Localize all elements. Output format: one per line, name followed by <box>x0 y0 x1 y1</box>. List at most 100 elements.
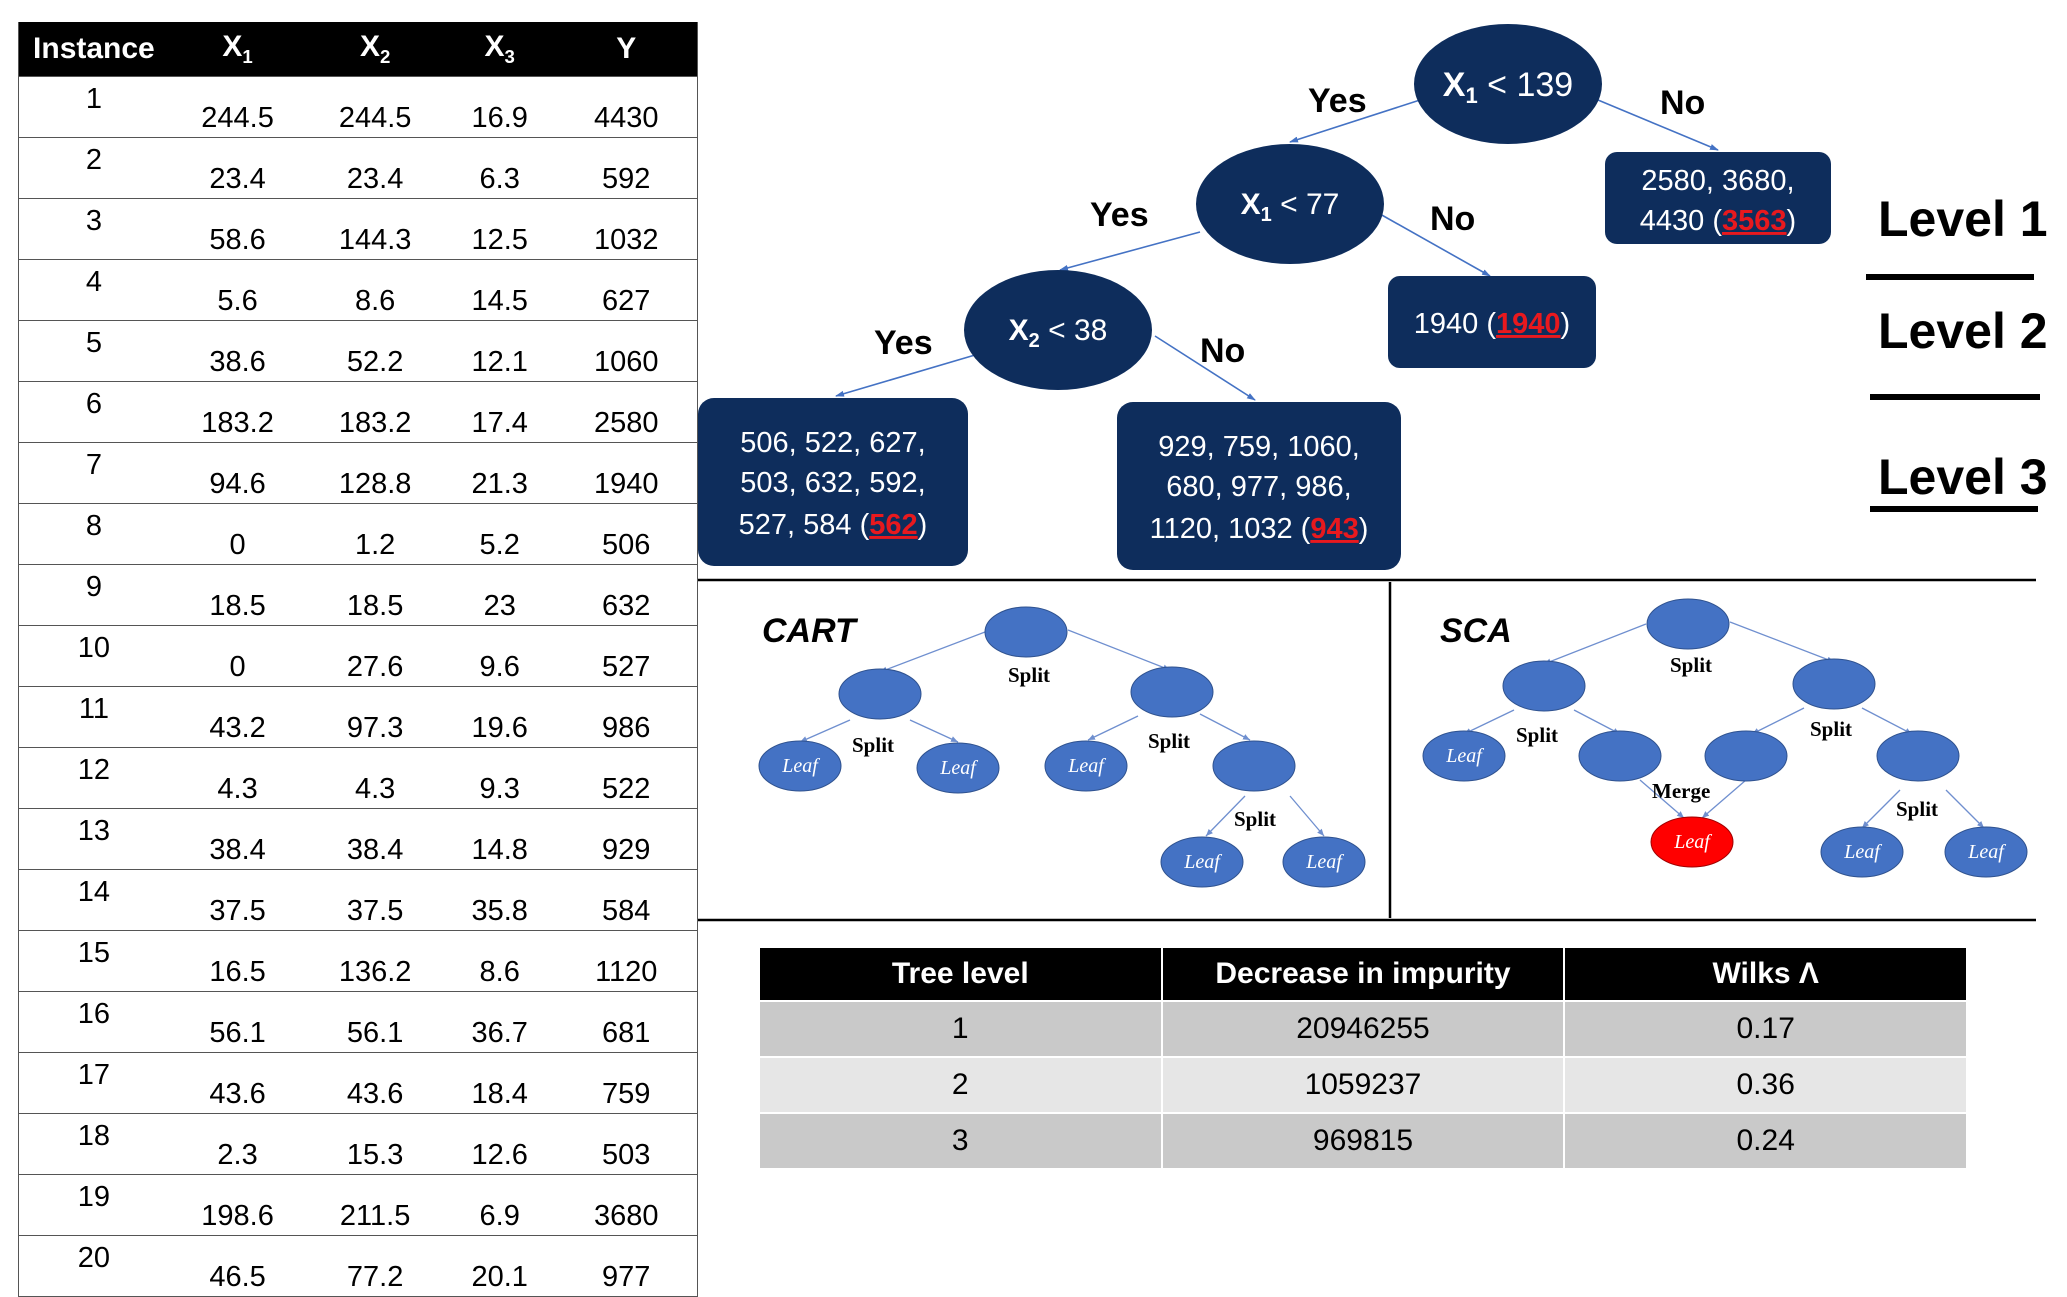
sca-title: SCA <box>1440 612 1512 650</box>
stats-cell: 1059237 <box>1160 1056 1565 1113</box>
leaf-l3-line1: 506, 522, 627, <box>740 427 925 459</box>
leaf-l4-line2: 680, 977, 986, <box>1166 471 1351 503</box>
sca-split-label-1: Split <box>1670 653 1712 677</box>
instance-cell: 20 <box>18 1235 169 1297</box>
stats-cell: 2 <box>760 1056 1162 1113</box>
value-cell: 35.8 <box>443 869 556 931</box>
header-x2: X2 <box>306 22 444 77</box>
value-cell: 527 <box>555 625 698 687</box>
value-cell: 52.2 <box>306 320 444 382</box>
value-cell: 14.5 <box>443 259 556 321</box>
leaf-l3: 506, 522, 627, 503, 632, 592, 527, 584 (… <box>698 398 968 566</box>
level-2-label: Level 2 <box>1878 303 2048 359</box>
edge-n2-yes <box>1059 231 1201 271</box>
leaf-l3-line2: 503, 632, 592, <box>740 467 925 499</box>
instance-cell: 17 <box>18 1052 169 1114</box>
value-cell: 1032 <box>555 198 698 260</box>
value-cell: 128.8 <box>306 442 444 504</box>
value-cell: 244.5 <box>306 76 444 138</box>
sca-leaf-3-label: Leaf <box>1843 841 1882 863</box>
value-cell: 136.2 <box>306 930 444 992</box>
value-cell: 8.6 <box>306 259 444 321</box>
value-cell: 503 <box>555 1113 698 1175</box>
leaf-l2-line1: 1940 (1940) <box>1414 308 1570 340</box>
value-cell: 58.6 <box>168 198 307 260</box>
cart-diagram: CART <box>758 606 1366 888</box>
edge-label-no-n2: No <box>1430 200 1475 238</box>
cart-leaf-5 <box>1282 836 1366 888</box>
instance-cell: 3 <box>18 198 169 260</box>
node-n2: X1 < 77 <box>1196 144 1384 264</box>
cart-leaf-3-label: Leaf <box>1067 755 1106 777</box>
edge-root-no <box>1597 99 1719 151</box>
value-cell: 12.1 <box>443 320 556 382</box>
edge-label-yes-root: Yes <box>1308 82 1367 120</box>
value-cell: 0 <box>168 625 307 687</box>
leaf-l4-line3: 1120, 1032 (943) <box>1150 513 1369 545</box>
edge-label-no-n3: No <box>1200 332 1245 370</box>
cart-leaf-4-label: Leaf <box>1183 851 1222 873</box>
value-cell: 8.6 <box>443 930 556 992</box>
edge-label-yes-n3: Yes <box>874 324 933 362</box>
value-cell: 56.1 <box>306 991 444 1053</box>
value-cell: 5.2 <box>443 503 556 565</box>
header-instance: Instance <box>18 22 169 77</box>
sca-leaf-3 <box>1820 826 1904 878</box>
cart-leaf-1 <box>758 740 842 792</box>
stats-table: Tree level Decrease in impurity Wilks Λ … <box>760 948 1966 1168</box>
sca-split-label-3: Split <box>1810 717 1852 741</box>
cart-leaf-2-label: Leaf <box>939 757 978 779</box>
node-n3-label: X2 < 38 <box>1009 314 1108 352</box>
value-cell: 592 <box>555 137 698 199</box>
value-cell: 12.6 <box>443 1113 556 1175</box>
value-cell: 183.2 <box>168 381 307 443</box>
value-cell: 46.5 <box>168 1235 307 1297</box>
value-cell: 183.2 <box>306 381 444 443</box>
sca-split-label-4: Split <box>1896 797 1938 821</box>
value-cell: 1940 <box>555 442 698 504</box>
leaf-l1-line2: 4430 (3563) <box>1640 205 1796 237</box>
value-cell: 15.3 <box>306 1113 444 1175</box>
instance-cell: 6 <box>18 381 169 443</box>
sca-merge-label: Merge <box>1652 779 1710 803</box>
instance-table-header: Instance X1 X2 X3 Y <box>18 22 698 77</box>
value-cell: 37.5 <box>306 869 444 931</box>
value-cell: 17.4 <box>443 381 556 443</box>
instance-cell: 9 <box>18 564 169 626</box>
stats-cell: 3 <box>760 1112 1162 1168</box>
instance-cell: 16 <box>18 991 169 1053</box>
value-cell: 38.4 <box>168 808 307 870</box>
value-cell: 6.3 <box>443 137 556 199</box>
stats-cell: 0.17 <box>1563 1000 1966 1057</box>
node-root: X1 < 139 <box>1414 24 1602 144</box>
node-root-label: X1 < 139 <box>1443 66 1573 108</box>
value-cell: 2580 <box>555 381 698 443</box>
leaf-l4: 929, 759, 1060, 680, 977, 986, 1120, 103… <box>1117 402 1401 570</box>
value-cell: 144.3 <box>306 198 444 260</box>
value-cell: 4.3 <box>306 747 444 809</box>
cart-leaf-1-label: Leaf <box>781 755 820 777</box>
stats-cell: 0.36 <box>1563 1056 1966 1113</box>
value-cell: 23 <box>443 564 556 626</box>
value-cell: 43.6 <box>168 1052 307 1114</box>
value-cell: 23.4 <box>306 137 444 199</box>
value-cell: 12.5 <box>443 198 556 260</box>
value-cell: 16.9 <box>443 76 556 138</box>
cart-leaf-2 <box>916 742 1000 794</box>
node-n3: X2 < 38 <box>964 270 1152 390</box>
instance-cell: 2 <box>18 137 169 199</box>
value-cell: 56.1 <box>168 991 307 1053</box>
value-cell: 94.6 <box>168 442 307 504</box>
edge-root-yes <box>1289 99 1421 143</box>
level-3-label: Level 3 <box>1878 449 2048 505</box>
